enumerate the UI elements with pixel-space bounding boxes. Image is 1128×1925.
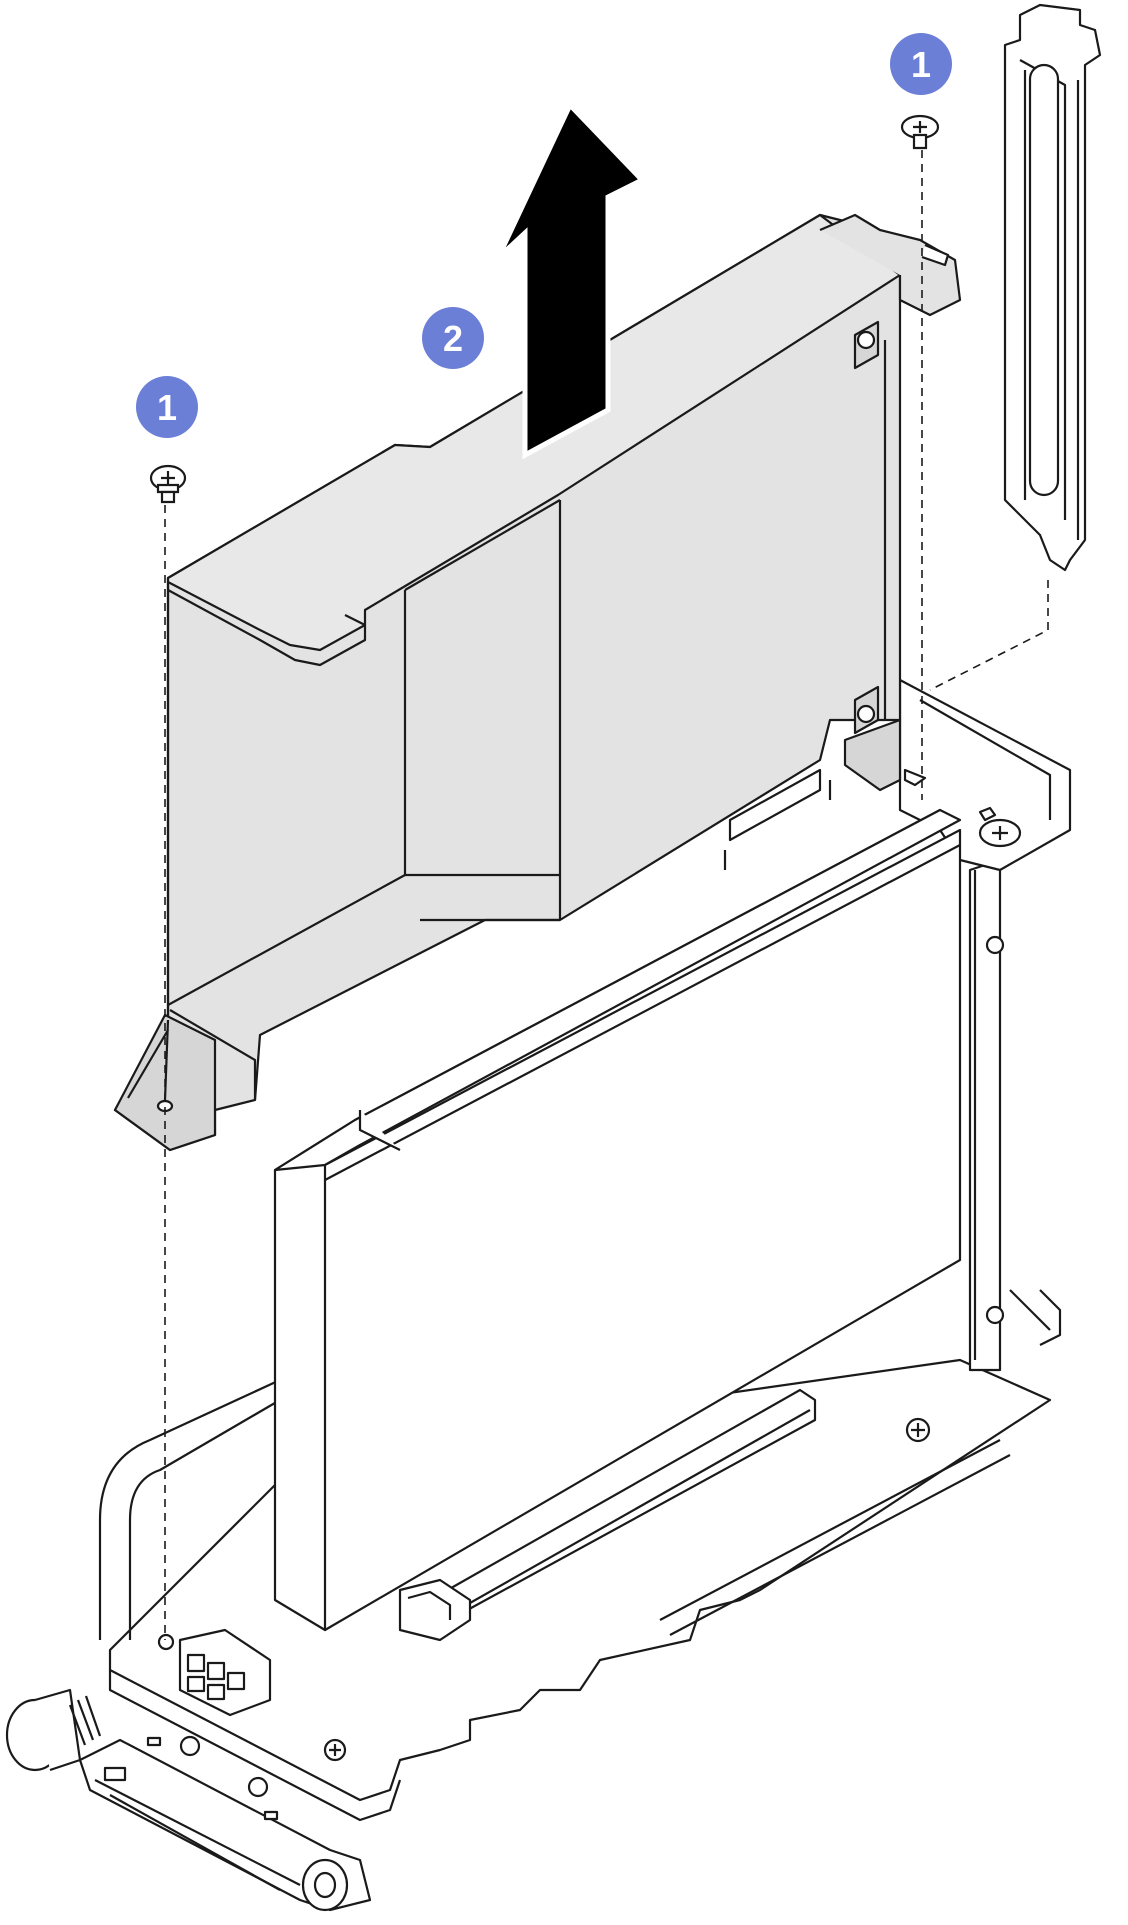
callout-step-2: 2: [422, 307, 484, 369]
pcie-slot: [398, 1388, 931, 1642]
dashed-guide-lines: [164, 150, 1049, 1640]
power-connector: [157, 1628, 272, 1717]
callout-step-1-right: 1: [890, 33, 952, 95]
screw-icon: [900, 114, 940, 150]
callout-step-1-left: 1: [136, 376, 198, 438]
callout-label: 1: [157, 387, 177, 428]
hinge-assembly: [5, 1688, 372, 1912]
up-arrow-icon: [495, 100, 647, 460]
callout-label: 1: [911, 44, 931, 85]
gpu-card: [273, 768, 962, 1632]
callout-label: 2: [443, 318, 463, 359]
screw-icon: [149, 464, 187, 504]
pcie-bracket: [1003, 3, 1102, 572]
